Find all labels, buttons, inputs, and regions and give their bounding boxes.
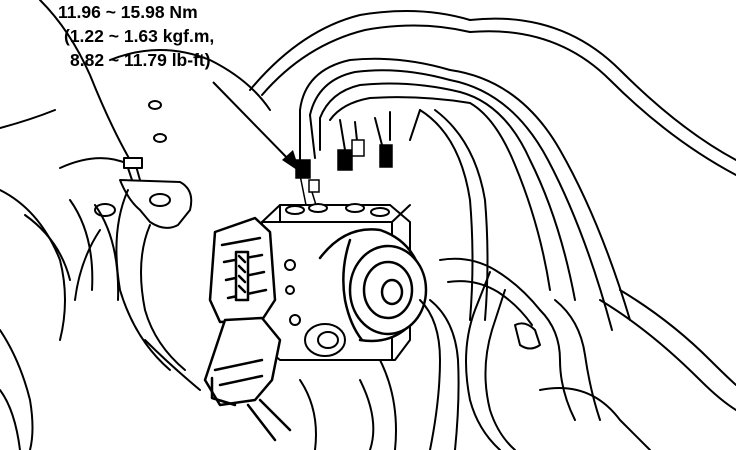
- motor-mount-screw: [304, 323, 346, 357]
- torque-kgfm: (1.22 ~ 1.63 kgf.m,: [64, 26, 215, 46]
- torque-lbft: 8.82 ~ 11.79 lb-ft): [70, 50, 211, 70]
- torque-callout: 11.96 ~ 15.98 Nm (1.22 ~ 1.63 kgf.m, 8.8…: [58, 0, 214, 72]
- harness-plug: [203, 316, 292, 442]
- hoses-right: [299, 257, 736, 450]
- pump-motor: [318, 228, 428, 343]
- abs-ecu-connector: [208, 216, 277, 324]
- torque-nm: 11.96 ~ 15.98 Nm: [58, 2, 198, 22]
- mounting-bracket: [115, 157, 201, 391]
- brake-line-fittings: [295, 139, 393, 206]
- torque-leader-arrow: [212, 81, 300, 172]
- body-panel-lines: [0, 0, 271, 450]
